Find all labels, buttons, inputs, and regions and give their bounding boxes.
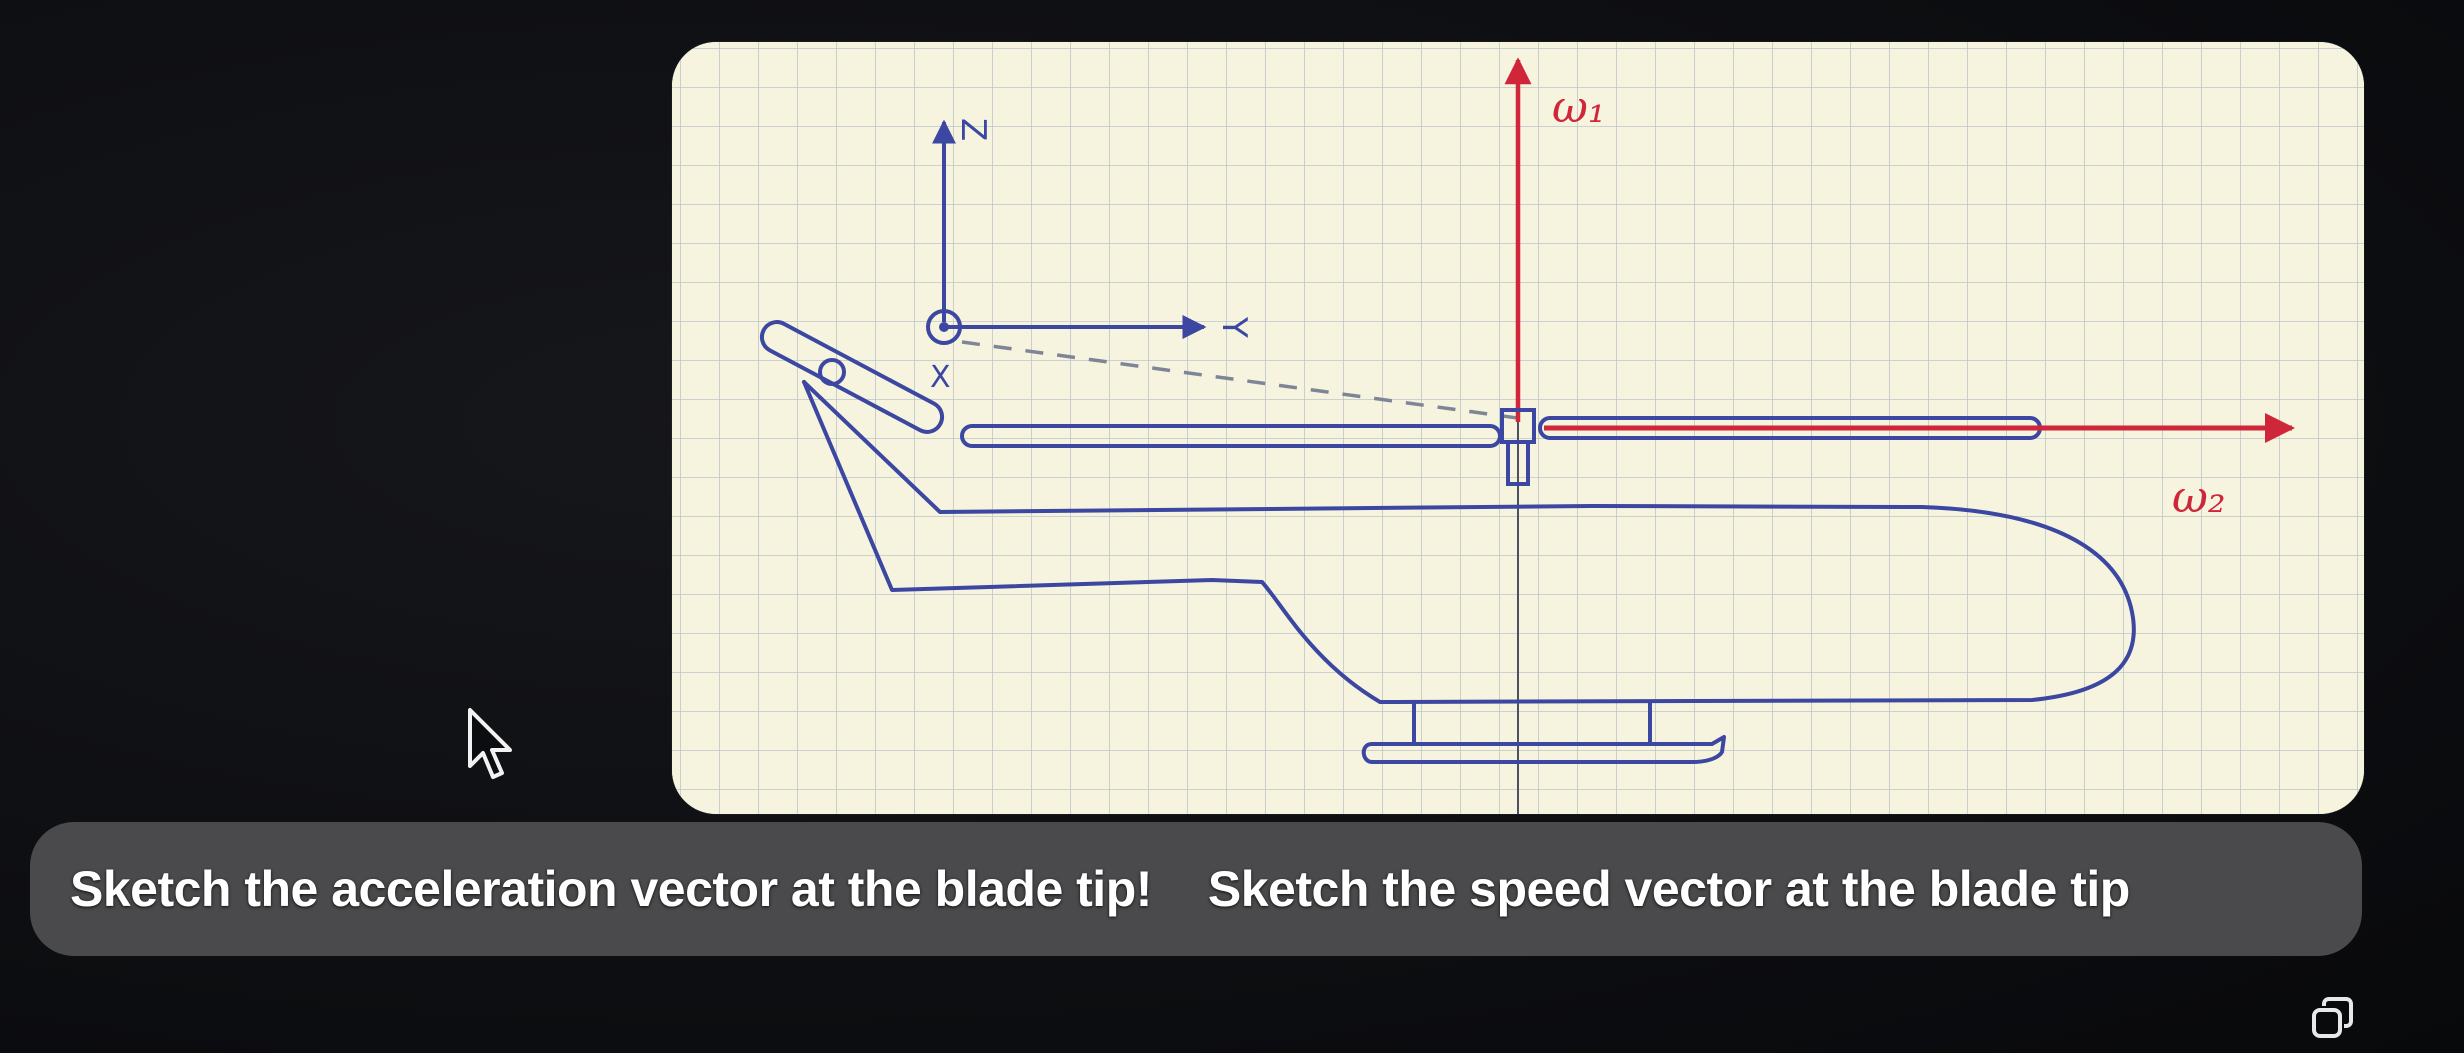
mouse-pointer-icon [468,708,512,779]
rotor-mast [1506,440,1530,486]
x-axis-label: X [930,360,951,395]
omega-1-label: ω₁ [1552,82,1606,133]
rotor-axis: ω₁ [1504,57,1606,814]
helicopter-body [759,320,2136,764]
suggestion-bar: Sketch the acceleration vector at the bl… [30,822,2362,956]
suggestion-speed-vector[interactable]: Sketch the speed vector at the blade tip [1207,861,2130,917]
tail-rotor-hub [818,358,846,386]
z-axis-label: Z [953,118,993,141]
sketch-canvas: Z Y X ω₁ ω₂ [672,42,2364,814]
helicopter-sketch-image[interactable]: Z Y X ω₁ ω₂ [672,42,2364,814]
copy-icon[interactable] [2308,994,2358,1044]
x-axis-symbol-outer [926,309,962,345]
rotor-blades: ω₂ [960,408,2295,523]
x-axis-symbol-dot [939,322,949,332]
tail-rotor-bar [759,320,945,434]
y-axis-label: Y [1214,316,1254,338]
coordinate-frame: Z Y X [926,118,1533,422]
landing-skid [1361,735,1726,764]
cabin-outline [802,380,2136,704]
suggestion-acceleration-vector[interactable]: Sketch the acceleration vector at the bl… [70,861,1152,917]
omega-2-label: ω₂ [2172,472,2226,523]
tail-boom-upper [802,380,1924,514]
